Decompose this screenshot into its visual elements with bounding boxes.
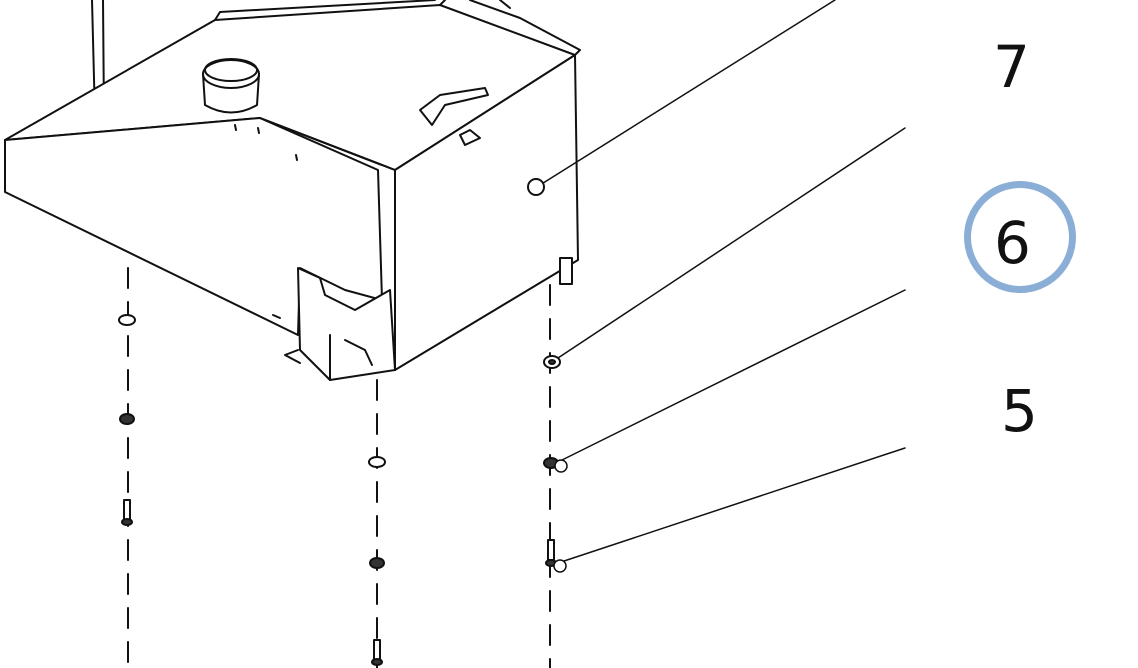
filler-cap — [202, 58, 260, 114]
bolt-left — [121, 499, 133, 526]
callout-number-7: 7 — [993, 33, 1030, 101]
tank-left-side — [4, 117, 383, 336]
callout-number-6: 6 — [994, 209, 1031, 277]
bolt-right — [545, 539, 557, 567]
leader-lines — [539, 0, 906, 564]
callout-6-highlight-ring — [964, 181, 1076, 293]
washer-middle — [368, 456, 386, 468]
callout-number-5: 5 — [1001, 377, 1038, 445]
leader-bubble-tank — [527, 178, 545, 196]
nut-middle — [369, 557, 385, 569]
nut-left — [119, 413, 135, 425]
nut-right — [543, 355, 561, 369]
tank-handle — [419, 87, 489, 146]
bottom-bracket — [297, 267, 396, 381]
washer-left — [118, 314, 136, 326]
bolt-middle — [371, 639, 383, 666]
